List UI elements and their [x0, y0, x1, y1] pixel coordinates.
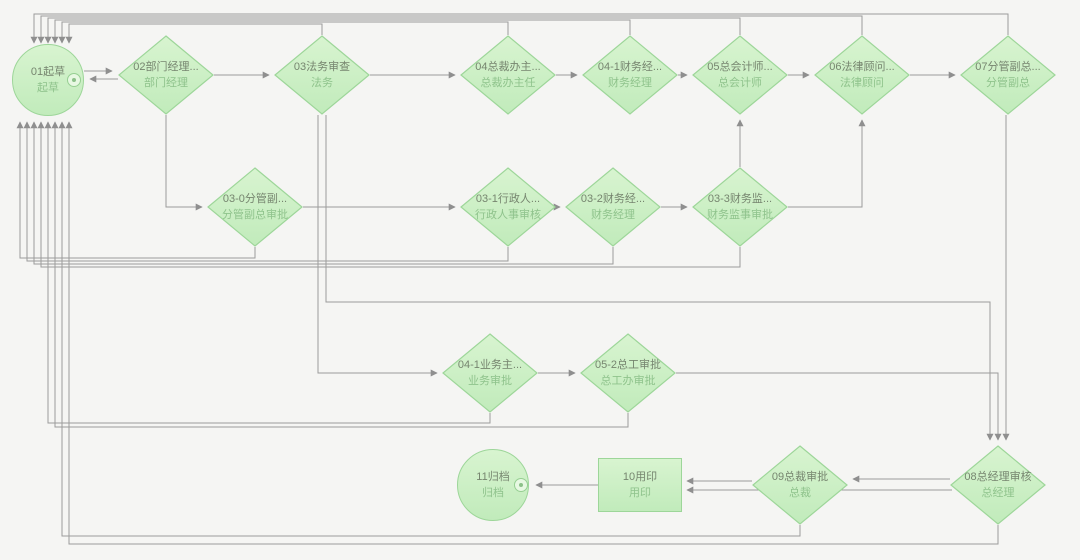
node-04-1-business-approval[interactable]: 04-1业务主... 业务审批 — [442, 333, 538, 413]
node-07-deputy-gm[interactable]: 07分管副总... 分管副总 — [960, 35, 1056, 115]
rect-shape — [598, 458, 682, 512]
diamond-shape — [565, 167, 661, 247]
diamond-shape — [692, 35, 788, 115]
node-03-3-finance-supervisor-approval[interactable]: 03-3财务监... 财务监事审批 — [692, 167, 788, 247]
diamond-shape — [960, 35, 1056, 115]
node-04-1-finance-manager[interactable]: 04-1财务经... 财务经理 — [582, 35, 678, 115]
diamond-shape — [950, 445, 1046, 525]
diamond-shape — [207, 167, 303, 247]
diamond-shape — [118, 35, 214, 115]
node-10-seal[interactable]: 10用印 用印 — [598, 458, 682, 512]
diamond-shape — [752, 445, 848, 525]
return-to-draft-bottom-connectors — [16, 121, 999, 545]
node-02-dept-manager[interactable]: 02部门经理... 部门经理 — [118, 35, 214, 115]
node-05-2-chief-engineer-approval[interactable]: 05-2总工审批 总工办审批 — [580, 333, 676, 413]
node-03-legal-review[interactable]: 03法务审查 法务 — [274, 35, 370, 115]
node-03-1-hr-admin-review[interactable]: 03-1行政人... 行政人事审核 — [460, 167, 556, 247]
diamond-shape — [814, 35, 910, 115]
diamond-shape — [442, 333, 538, 413]
return-to-draft-top-connectors — [30, 13, 1009, 44]
circle-dot-icon — [514, 478, 528, 492]
forward-connectors — [84, 67, 1010, 494]
diamond-shape — [582, 35, 678, 115]
diamond-shape — [460, 35, 556, 115]
diamond-shape — [274, 35, 370, 115]
node-09-president-approval[interactable]: 09总裁审批 总裁 — [752, 445, 848, 525]
node-01-draft[interactable]: 01起草 起草 — [12, 44, 84, 116]
node-08-general-manager-review[interactable]: 08总经理审核 总经理 — [950, 445, 1046, 525]
node-03-2-finance-manager[interactable]: 03-2财务经... 财务经理 — [565, 167, 661, 247]
node-11-archive[interactable]: 11归档 归档 — [457, 449, 529, 521]
diamond-shape — [580, 333, 676, 413]
node-04-ceo-office-director[interactable]: 04总裁办主... 总裁办主任 — [460, 35, 556, 115]
diamond-shape — [460, 167, 556, 247]
diamond-shape — [692, 167, 788, 247]
node-03-0-deputy-gm-approval[interactable]: 03-0分管副... 分管副总审批 — [207, 167, 303, 247]
circle-dot-icon — [67, 73, 81, 87]
node-05-chief-accountant[interactable]: 05总会计师... 总会计师 — [692, 35, 788, 115]
node-06-legal-counsel[interactable]: 06法律顾问... 法律顾问 — [814, 35, 910, 115]
